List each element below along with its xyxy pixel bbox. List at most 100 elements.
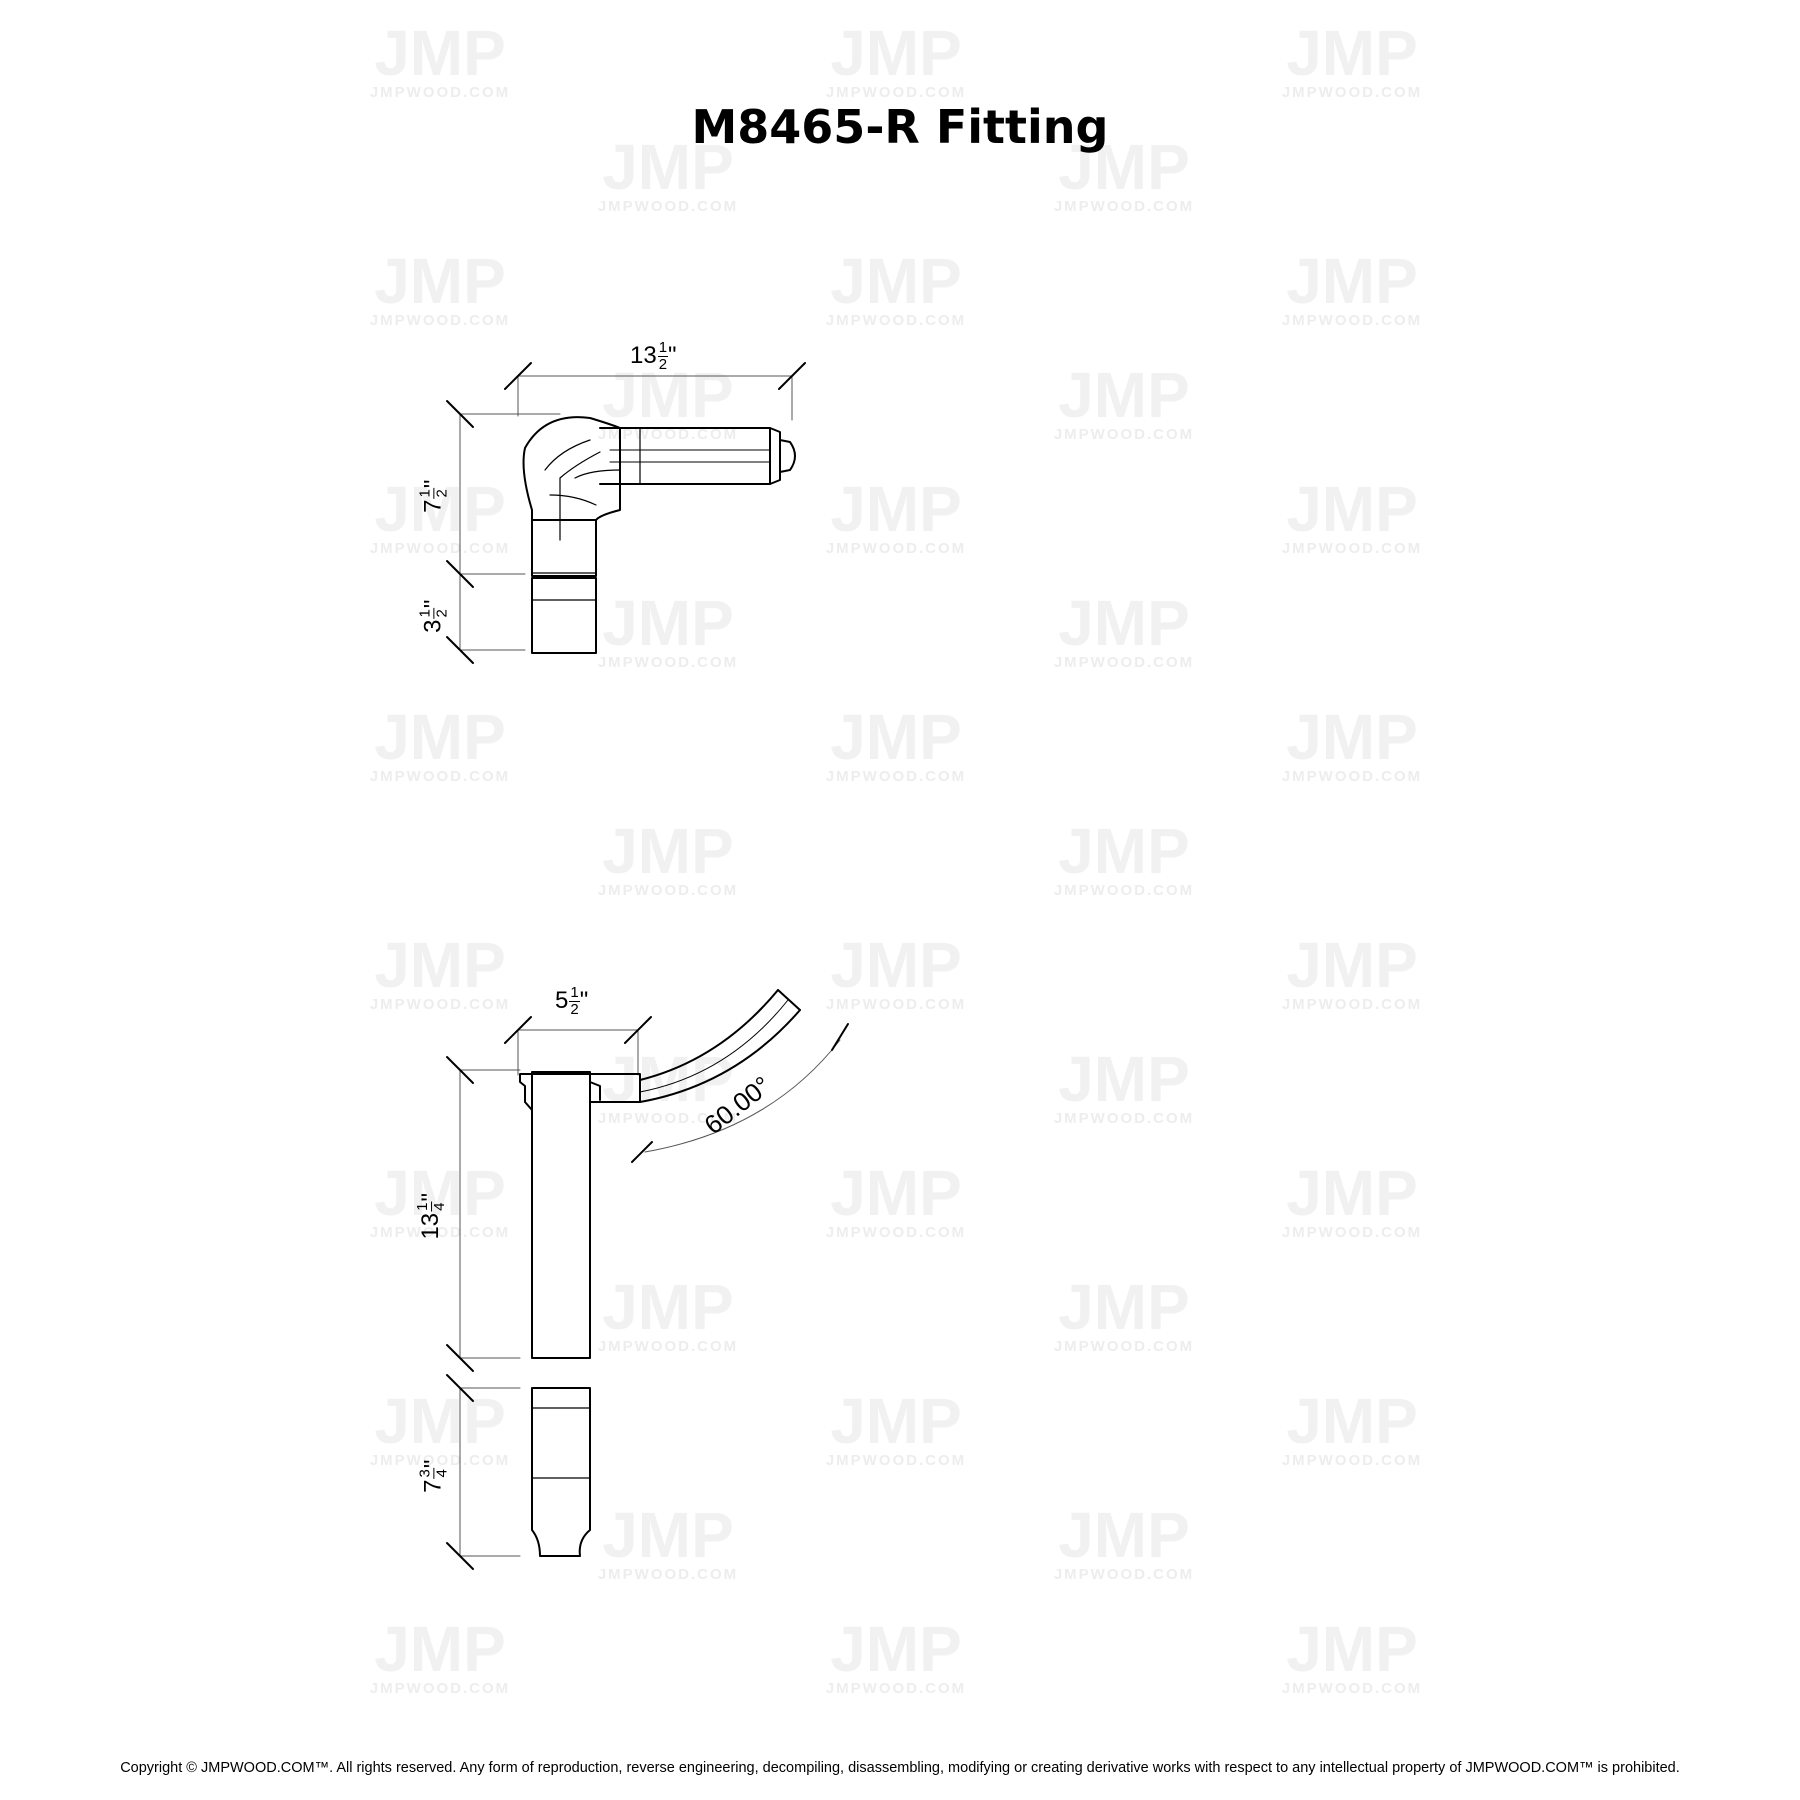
watermark-mark: JMP <box>1058 815 1190 887</box>
watermark-site: JMPWOOD.COM <box>1054 882 1194 899</box>
elbow-contour <box>544 439 621 541</box>
curved-arm <box>639 989 801 1103</box>
watermark-site: JMPWOOD.COM <box>1054 426 1194 443</box>
tick <box>831 1023 849 1051</box>
watermark-site: JMPWOOD.COM <box>826 1452 966 1469</box>
watermark-site: JMPWOOD.COM <box>598 1566 738 1583</box>
watermark-site: JMPWOOD.COM <box>370 1224 510 1241</box>
watermark-site: JMPWOOD.COM <box>598 1110 738 1127</box>
dim-line-front-height <box>459 1069 521 1557</box>
dim-line-top-width <box>517 375 793 421</box>
watermark-site: JMPWOOD.COM <box>370 540 510 557</box>
watermark-mark: JMP <box>374 245 506 317</box>
tick <box>778 362 806 390</box>
front-view <box>446 989 849 1570</box>
watermark-mark: JMP <box>1058 131 1190 203</box>
watermark-mark: JMP <box>1286 1385 1418 1457</box>
watermark-site: JMPWOOD.COM <box>826 540 966 557</box>
elbow-outline <box>522 416 621 561</box>
watermark-mark: JMP <box>602 131 734 203</box>
top-view <box>446 362 806 664</box>
copyright-notice: Copyright © JMPWOOD.COM™. All rights res… <box>120 1760 1680 1776</box>
watermark-site: JMPWOOD.COM <box>370 996 510 1013</box>
watermark-mark: JMP <box>1286 473 1418 545</box>
watermark-mark: JMP <box>1286 17 1418 89</box>
watermark-site: JMPWOOD.COM <box>826 768 966 785</box>
tick <box>624 1016 652 1044</box>
watermark-site: JMPWOOD.COM <box>1054 1566 1194 1583</box>
watermark-mark: JMP <box>1058 359 1190 431</box>
watermark-mark: JMP <box>602 1271 734 1343</box>
watermark-site: JMPWOOD.COM <box>1282 540 1422 557</box>
curved-arm-line <box>639 999 789 1093</box>
watermark-mark: JMP <box>602 587 734 659</box>
watermark-mark: JMP <box>830 1613 962 1685</box>
tick <box>504 362 532 390</box>
watermark-mark: JMP <box>1286 701 1418 773</box>
watermark-mark: JMP <box>830 17 962 89</box>
watermark-site: JMPWOOD.COM <box>1282 1680 1422 1697</box>
watermark-site: JMPWOOD.COM <box>1282 312 1422 329</box>
tick <box>446 1344 474 1372</box>
watermark-mark: JMP <box>1286 1613 1418 1685</box>
watermark-site: JMPWOOD.COM <box>826 996 966 1013</box>
watermark-mark: JMP <box>374 473 506 545</box>
watermark-mark: JMP <box>374 929 506 1001</box>
watermark-mark: JMP <box>374 1613 506 1685</box>
watermark-mark: JMP <box>1058 1271 1190 1343</box>
watermark-mark: JMP <box>1286 245 1418 317</box>
watermark-mark: JMP <box>374 17 506 89</box>
watermark-site: JMPWOOD.COM <box>1282 1452 1422 1469</box>
tick <box>446 1542 474 1570</box>
watermark-site: JMPWOOD.COM <box>370 84 510 101</box>
watermark-mark: JMP <box>830 1157 962 1229</box>
watermark-mark: JMP <box>602 1499 734 1571</box>
vertical-post <box>531 1071 591 1359</box>
watermark-mark: JMP <box>830 473 962 545</box>
watermark-site: JMPWOOD.COM <box>1282 996 1422 1013</box>
watermark-site: JMPWOOD.COM <box>370 1680 510 1697</box>
watermark-site: JMPWOOD.COM <box>1282 1224 1422 1241</box>
tick <box>446 1374 474 1402</box>
watermark-site: JMPWOOD.COM <box>826 1680 966 1697</box>
watermark-site: JMPWOOD.COM <box>598 426 738 443</box>
curve-end <box>777 989 801 1011</box>
watermark-site: JMPWOOD.COM <box>826 84 966 101</box>
watermark-site: JMPWOOD.COM <box>826 312 966 329</box>
watermark-site: JMPWOOD.COM <box>370 768 510 785</box>
watermark-mark: JMP <box>1286 929 1418 1001</box>
lower-piece <box>531 577 597 654</box>
drawing-title: M8465-R Fitting <box>691 100 1109 154</box>
watermark-site: JMPWOOD.COM <box>370 312 510 329</box>
